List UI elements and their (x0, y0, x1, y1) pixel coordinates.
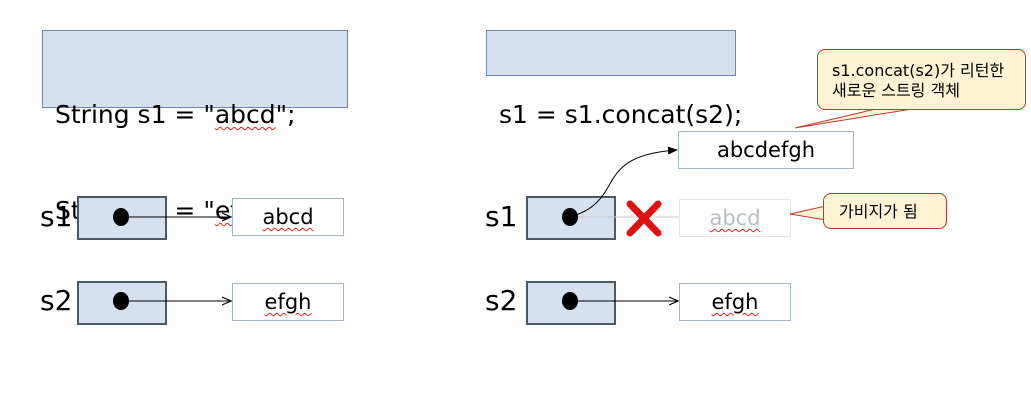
callout-garbage: 가비지가 됨 (823, 193, 947, 229)
callout-new-line-2: 새로운 스트링 객체 (832, 81, 960, 100)
left-s2-label: s2 (40, 284, 73, 317)
callout-garbage-text: 가비지가 됨 (839, 202, 918, 221)
new-string-value: abcdefgh (716, 138, 816, 162)
left-s2-string-value: efgh (264, 290, 312, 314)
right-s2-label: s2 (485, 284, 518, 317)
callout-new-line-1: s1.concat(s2)가 리턴한 (832, 61, 1005, 80)
left-s1-string-object: abcd (232, 198, 344, 236)
code-line-1: String s1 = "abcd"; (55, 100, 296, 129)
left-s1-label: s1 (40, 200, 73, 233)
right-s1-label: s1 (485, 200, 518, 233)
left-s1-string-value: abcd (262, 205, 314, 229)
right-s2-string-value: efgh (711, 290, 759, 314)
right-s1-pointer-dot (562, 208, 578, 226)
left-s2-string-object: efgh (232, 283, 344, 321)
right-code-box: s1 = s1.concat(s2); (486, 30, 742, 129)
concat-code: s1 = s1.concat(s2); (499, 100, 743, 129)
callout-new-pointer (794, 107, 919, 129)
callout-garbage-pointer (789, 205, 827, 221)
right-s2-string-object: efgh (679, 283, 791, 321)
right-s1-new-arrow (569, 146, 678, 218)
garbage-string-value: abcd (709, 206, 761, 230)
reference-removed-cross (626, 200, 662, 237)
callout-new-string: s1.concat(s2)가 리턴한 새로운 스트링 객체 (817, 49, 1026, 110)
left-s1-reference-box (77, 196, 167, 240)
garbage-string-object: abcd (679, 199, 791, 237)
new-string-object: abcdefgh (678, 131, 854, 169)
left-s2-reference-box (77, 281, 167, 325)
